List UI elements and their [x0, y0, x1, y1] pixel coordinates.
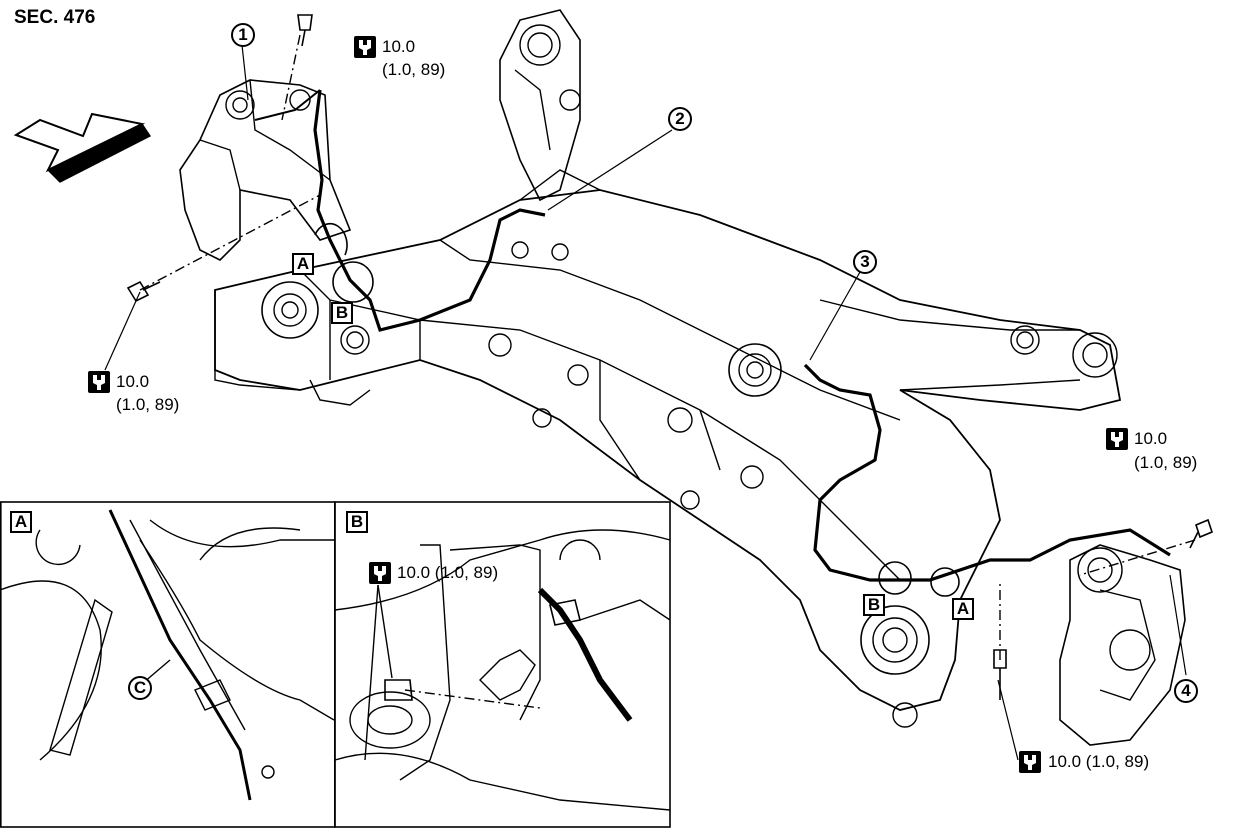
torque-upper-left-value: 10.0: [382, 37, 416, 56]
callout-c: C: [128, 676, 152, 700]
callout-3: 3: [853, 250, 877, 274]
callout-2: 2: [668, 107, 692, 131]
detail-ref-a-main: A: [292, 253, 314, 275]
leader-lines: [104, 44, 1187, 761]
detail-ref-b-right: B: [863, 594, 885, 616]
front-arrow-icon: [13, 112, 152, 183]
torque-wrench-icon: [1106, 428, 1128, 450]
sensor-harness: [254, 89, 1171, 582]
torque-wrench-icon: [88, 371, 110, 393]
torque-wrench-icon: [369, 562, 391, 584]
inset-b-drawing: [334, 529, 671, 811]
detail-markers: [314, 222, 960, 597]
section-number: SEC. 476: [14, 7, 96, 28]
torque-wrench-icon: [354, 36, 376, 58]
torque-detail-b: 10.0 (1.0, 89): [397, 563, 499, 582]
suspension-member: [214, 9, 1122, 711]
torque-bottom-right: 10.0 (1.0, 89): [1048, 752, 1150, 771]
bolts: [126, 14, 1213, 700]
inset-frames: [0, 501, 671, 828]
torque-lower-left-value: 10.0: [116, 372, 150, 391]
inset-b-label: B: [346, 511, 368, 533]
torque-right-units: (1.0, 89): [1134, 453, 1198, 472]
right-knuckle: [1059, 544, 1186, 746]
torque-wrench-icon: [1019, 751, 1041, 773]
torque-lower-left-units: (1.0, 89): [116, 395, 180, 414]
callout-4: 4: [1174, 679, 1198, 703]
detail-ref-b-main: B: [331, 302, 353, 324]
callout-1: 1: [231, 23, 255, 47]
inset-a-label: A: [10, 511, 32, 533]
torque-upper-left-units: (1.0, 89): [382, 60, 446, 79]
inset-a-drawing: [0, 509, 335, 801]
bushings: [225, 24, 1123, 728]
detail-ref-a-right: A: [952, 598, 974, 620]
left-knuckle: [179, 79, 352, 261]
phantom-lines: [139, 34, 1196, 709]
torque-right-value: 10.0: [1134, 429, 1168, 448]
